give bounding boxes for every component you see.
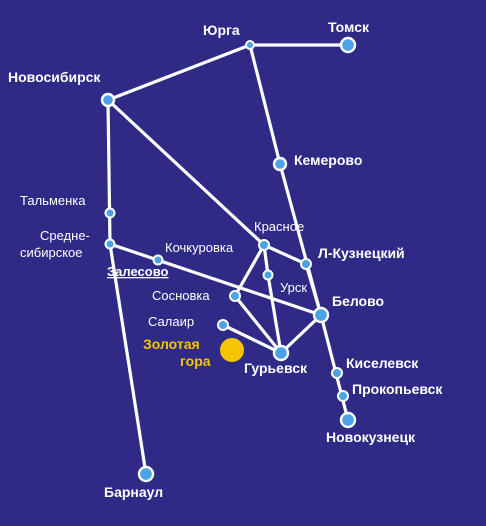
label-yurga: Юрга: [203, 22, 240, 38]
label-novokuznetsk: Новокузнецк: [326, 429, 416, 445]
station-kemerovo: [272, 156, 288, 172]
station-zolotaya-gora: [220, 338, 244, 362]
label-novosibirsk: Новосибирск: [8, 69, 101, 85]
station-kiselevsk: [331, 367, 343, 379]
label-belovo: Белово: [332, 293, 384, 309]
station-belovo: [312, 306, 330, 324]
station-sredne: [104, 238, 116, 250]
label-barnaul: Барнаул: [104, 484, 163, 500]
station-novokuznetsk: [339, 411, 357, 429]
railway-lines: [106, 43, 350, 476]
station-l-kuznetsky: [300, 258, 312, 270]
label-salair: Салаир: [148, 314, 194, 329]
label-kemerovo: Кемерово: [294, 152, 362, 168]
station-yurga: [245, 40, 255, 50]
route-yurga-kemerovo: [248, 43, 282, 166]
station-zalesovo: [152, 254, 164, 266]
station-ursk: [262, 269, 274, 281]
label-zalesovo: Залесово: [107, 264, 169, 279]
route-novosibirsk-krasnoe: [106, 98, 266, 247]
route-l-kuznetsky-belovo: [304, 262, 323, 317]
stations: [100, 36, 357, 483]
station-salair: [217, 319, 229, 331]
station-prokopyevsk: [337, 390, 349, 402]
station-krasnoe: [258, 239, 270, 251]
route-novosibirsk-yurga: [106, 43, 252, 102]
station-guryevsk: [272, 344, 290, 362]
route-belovo-novokuznetsk: [319, 313, 350, 422]
station-talmenka: [104, 207, 116, 219]
route-salair-guryevsk: [221, 323, 283, 355]
label-krasnoe: Красное: [254, 219, 304, 234]
label-zolotaya-gora-line1: Золотая: [143, 336, 200, 352]
label-prokopyevsk: Прокопьевск: [352, 381, 443, 397]
label-ursk: Урск: [280, 280, 307, 295]
route-belovo-guryevsk: [279, 313, 323, 355]
label-kiselevsk: Киселевск: [346, 355, 419, 371]
route-sredne-barnaul: [108, 242, 148, 476]
route-krasnoe-sosnovka: [233, 243, 266, 298]
station-barnaul: [137, 465, 155, 483]
label-tomsk: Томск: [328, 19, 370, 35]
route-ursk-guryevsk: [266, 273, 283, 355]
station-novosibirsk: [100, 92, 116, 108]
route-novosibirsk-sredne: [106, 98, 112, 246]
route-sredne-belovo: [108, 242, 323, 317]
label-guryevsk: Гурьевск: [244, 360, 308, 376]
route-krasnoe-l-kuznetsky: [262, 243, 308, 266]
city-labels: Юрга Томск Новосибирск Кемерово Тальменк…: [8, 19, 443, 500]
label-zolotaya-gora-line2: гора: [180, 353, 211, 369]
label-sosnovka: Сосновка: [152, 288, 210, 303]
station-tomsk: [339, 36, 357, 54]
label-sredne-line1: Средне-: [40, 228, 90, 243]
station-sosnovka: [229, 290, 241, 302]
label-l-kuznetsky: Л-Кузнецкий: [318, 245, 405, 261]
label-kochkurovka: Кочкуровка: [165, 240, 234, 255]
label-talmenka: Тальменка: [20, 193, 86, 208]
label-sredne-line2: сибирское: [20, 245, 83, 260]
route-sosnovka-guryevsk: [233, 294, 283, 355]
